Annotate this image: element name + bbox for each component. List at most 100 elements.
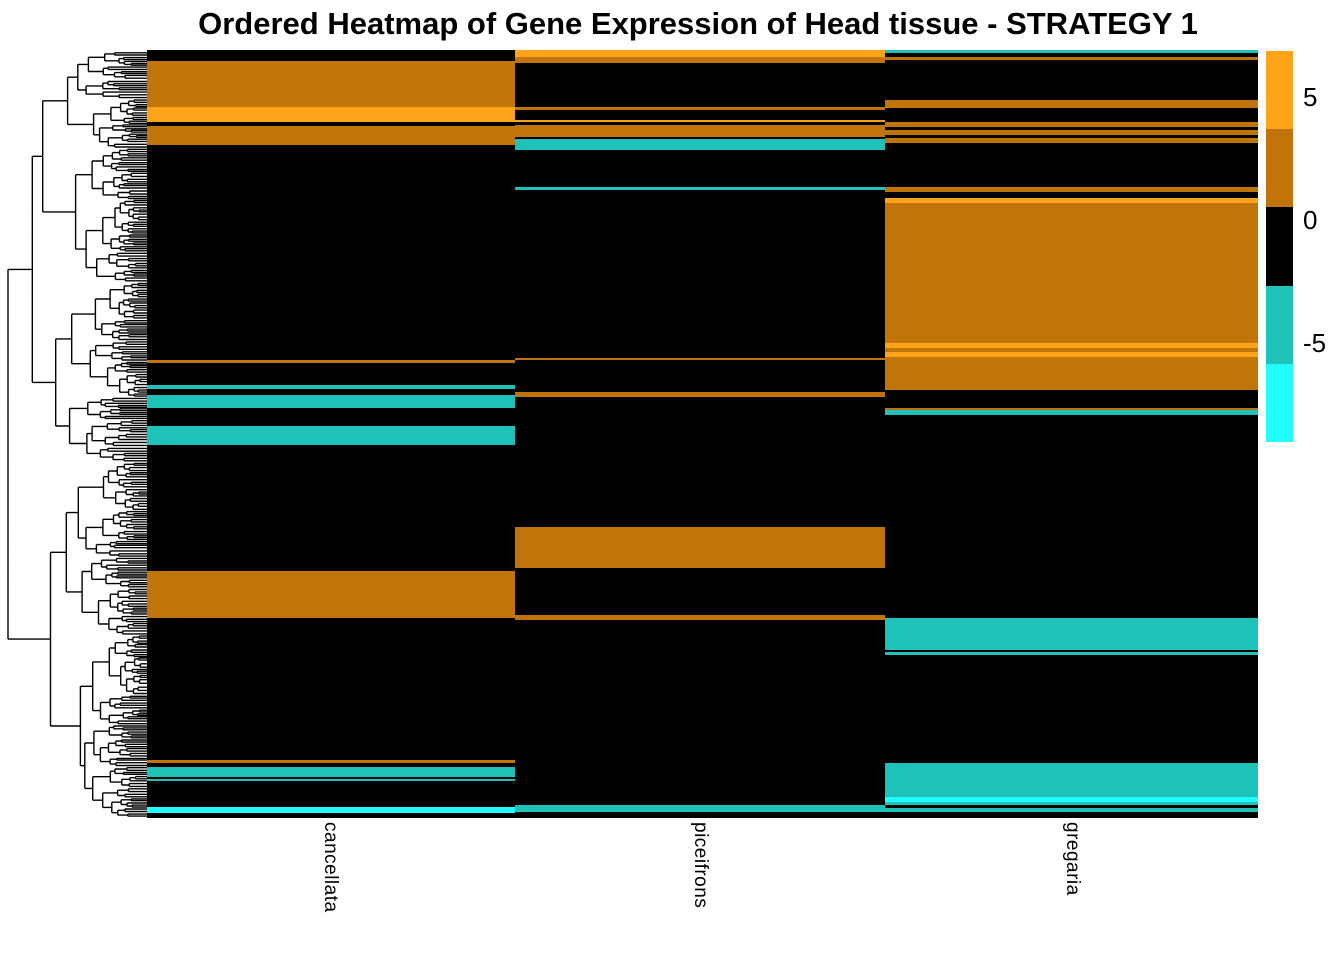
heatmap-band [885,138,1258,143]
column-label-gregaria: gregaria [1062,822,1083,896]
heatmap-band [885,763,1258,797]
heatmap-column-piceifrons [515,50,885,818]
heatmap-band [147,426,515,445]
heatmap-band [885,348,1258,352]
heatmap-band [515,615,885,620]
heatmap-band [885,618,1258,650]
heatmap-band [515,527,885,568]
heatmap-band [885,108,1258,122]
legend-block [1266,51,1293,130]
color-legend: 5 0 -5 [1266,51,1344,443]
heatmap-band [885,655,1258,763]
heatmap-band [147,145,515,360]
heatmap-band [147,385,515,389]
heatmap-band [885,135,1258,138]
heatmap-band [147,122,515,126]
heatmap-column-gregaria [885,50,1258,818]
legend-tick-minus-5: -5 [1303,328,1327,358]
heatmap-band [147,445,515,571]
heatmap-band [885,122,1258,127]
heatmap-band [885,802,1258,805]
heatmap-band [515,187,885,190]
heatmap-band [885,198,1258,203]
heatmap-band [147,767,515,777]
heatmap-band [885,60,1258,100]
heatmap-band [147,760,515,763]
heatmap-band [147,777,515,779]
heatmap-band [885,805,1258,808]
row-dendrogram [7,52,147,817]
heatmap-column-cancellata [147,50,515,818]
heatmap-band [147,61,515,107]
heatmap-band [515,360,885,392]
heatmap-band [147,763,515,767]
column-label-cancellata: cancellata [320,822,341,913]
heatmap-band [515,392,885,397]
heatmap-band [885,143,1258,187]
legend-color-bar [1266,51,1293,443]
heatmap-band [515,107,885,110]
heatmap-band [885,57,1258,60]
chart-title: Ordered Heatmap of Gene Expression of He… [198,6,1198,41]
heatmap-band [147,395,515,408]
heatmap-band [515,120,885,122]
heatmap-band [515,57,885,63]
heatmap-band [147,807,515,813]
legend-block [1266,129,1293,208]
heatmap-band [885,343,1258,348]
heatmap-band [147,50,515,61]
heatmap-band [885,53,1258,57]
heatmap-band [885,797,1258,802]
heatmap-band [147,126,515,145]
heatmap-band [515,139,885,150]
heatmap-band [147,618,515,760]
heatmap-band [147,389,515,395]
heatmap-band [515,122,885,125]
heatmap-band [147,813,515,818]
heatmap-band [885,650,1258,652]
heatmap-band [515,110,885,120]
heatmap-band [885,390,1258,408]
heatmap-band [147,360,515,363]
heatmap-band [515,812,885,818]
heatmap-band [885,415,1258,618]
heatmap-band [515,190,885,358]
heatmap-band [515,568,885,615]
heatmap-band [885,357,1258,390]
heatmap-band [515,150,885,187]
heatmap-band [147,571,515,618]
heatmap-band [515,63,885,107]
legend-tick-0: 0 [1303,205,1318,235]
heatmap-band [885,130,1258,135]
heatmap-band [885,408,1258,410]
heatmap-band [515,397,885,527]
legend-block [1266,363,1293,443]
legend-tick-5: 5 [1303,82,1318,112]
heatmap-band [885,203,1258,343]
heatmap-band [885,127,1258,130]
heatmap-band [515,805,885,812]
heatmap-band [885,352,1258,357]
column-label-piceifrons: piceifrons [690,822,711,909]
heatmap-band [885,410,1258,415]
heatmap-band [515,358,885,360]
heatmap-band [885,50,1258,53]
heatmap-band [885,808,1258,812]
heatmap-band [885,812,1258,818]
legend-block [1266,207,1293,287]
heatmap-band [885,187,1258,192]
heatmap-band [515,125,885,137]
heatmap-band [147,779,515,781]
heatmap-band [515,50,885,57]
dendrogram-lines [7,52,147,817]
heatmap-band [515,137,885,139]
heatmap-band [147,107,515,122]
heatmap-band [885,100,1258,108]
heatmap-band [147,363,515,385]
heatmap-band [147,408,515,426]
heatmap-band [885,192,1258,198]
heatmap-band [147,781,515,807]
heatmap-band [885,652,1258,655]
legend-block [1266,285,1293,365]
heatmap-body [147,50,1258,818]
